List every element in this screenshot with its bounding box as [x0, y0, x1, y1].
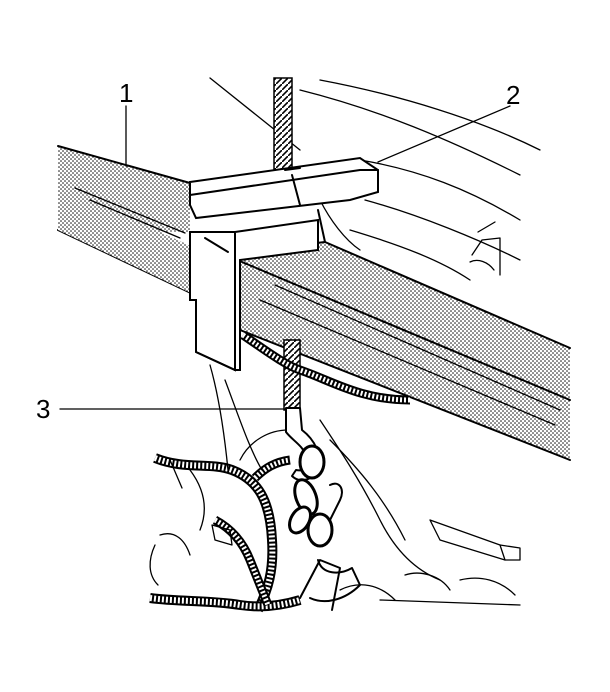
lifting-hook-chain — [285, 407, 334, 548]
callout-2-label: 2 — [506, 80, 520, 110]
threaded-rod — [273, 77, 301, 411]
callout-leaders — [59, 105, 511, 410]
callout-3-label: 3 — [36, 394, 50, 424]
callout-1-label: 1 — [119, 78, 133, 108]
t-handle-wing-nut — [189, 156, 379, 220]
wiring-harness — [149, 331, 411, 613]
clamp-bracket — [189, 209, 326, 372]
engine-components — [149, 364, 521, 611]
vehicle-body-lines — [209, 77, 541, 281]
